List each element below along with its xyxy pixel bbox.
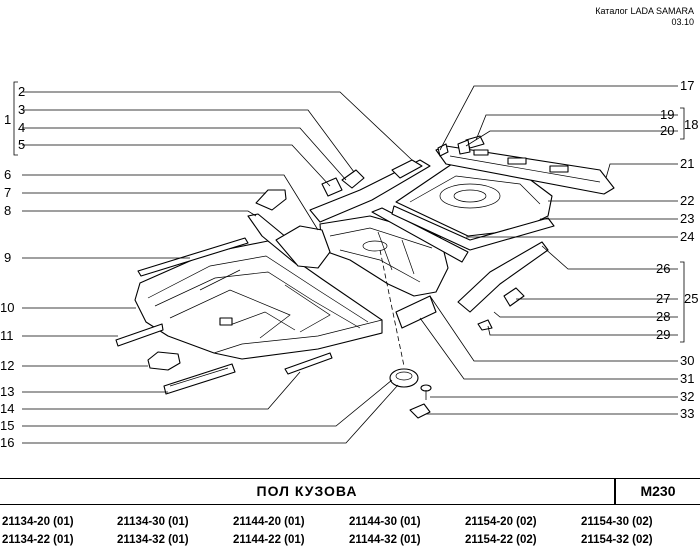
callout-16: 16 xyxy=(0,435,14,450)
model-row2-4: 21144-32 (01) xyxy=(349,534,421,546)
plate-29 xyxy=(477,319,493,331)
catalog-header: Каталог LADA SAMARA 03.10 xyxy=(595,6,694,28)
model-row1-5: 21154-20 (02) xyxy=(465,516,537,528)
callout-26: 26 xyxy=(656,261,670,276)
callout-2: 2 xyxy=(18,84,25,99)
callout-7: 7 xyxy=(4,185,11,200)
page-title: ПОЛ КУЗОВА xyxy=(256,483,358,499)
page-code: M230 xyxy=(640,483,676,499)
callout-19: 19 xyxy=(660,107,674,122)
callout-18: 18 xyxy=(684,117,698,132)
model-row1-4: 21144-30 (01) xyxy=(349,516,421,528)
washer-33 xyxy=(409,403,431,419)
model-row2-3: 21144-22 (01) xyxy=(233,534,305,546)
callout-23: 23 xyxy=(680,211,694,226)
callout-13: 13 xyxy=(0,384,14,399)
callout-22: 22 xyxy=(680,193,694,208)
bracket-3 xyxy=(341,169,365,189)
model-row1-2: 21134-30 (01) xyxy=(117,516,189,528)
callout-17: 17 xyxy=(680,78,694,93)
callout-28: 28 xyxy=(656,309,670,324)
callout-21: 21 xyxy=(680,156,694,171)
callout-25: 25 xyxy=(684,291,698,306)
callout-31: 31 xyxy=(680,371,694,386)
bracket-17 xyxy=(437,143,449,157)
bracket-27 xyxy=(503,287,525,307)
reinforcement-31 xyxy=(395,295,437,329)
callout-33: 33 xyxy=(680,406,694,421)
front-member-assembly xyxy=(275,225,331,269)
callout-8: 8 xyxy=(4,203,11,218)
rear-side-member xyxy=(457,241,549,313)
model-row2-6: 21154-32 (02) xyxy=(581,534,653,546)
rear-floor-pan xyxy=(395,163,553,237)
rear-floor-lower xyxy=(391,205,555,251)
callout-9: 9 xyxy=(4,250,11,265)
callout-5: 5 xyxy=(18,137,25,152)
left-sill-strip xyxy=(115,323,164,347)
catalog-date: 03.10 xyxy=(671,17,694,27)
leader-lines xyxy=(13,81,685,444)
callout-11: 11 xyxy=(0,328,14,343)
plug-15 xyxy=(389,368,419,388)
panel-2 xyxy=(391,159,423,179)
floor-plug xyxy=(147,351,181,371)
title-bar: ПОЛ КУЗОВА M230 xyxy=(0,478,700,505)
catalog-name: Каталог LADA SAMARA xyxy=(595,6,694,16)
right-sill-strip xyxy=(284,352,333,375)
bracket-20 xyxy=(457,139,471,155)
callout-24: 24 xyxy=(680,229,694,244)
model-row2-2: 21134-32 (01) xyxy=(117,534,189,546)
bottom-sill-strip xyxy=(163,363,236,395)
small-bracket xyxy=(255,189,287,211)
footer: ПОЛ КУЗОВА M230 21134-20 (01) 21134-30 (… xyxy=(0,478,700,558)
callout-20: 20 xyxy=(660,123,674,138)
model-row1-1: 21134-20 (01) xyxy=(2,516,74,528)
callout-15: 15 xyxy=(0,418,14,433)
callout-4: 4 xyxy=(18,120,25,135)
callout-10: 10 xyxy=(0,300,14,315)
callout-32: 32 xyxy=(680,389,694,404)
callout-29: 29 xyxy=(656,327,670,342)
callout-1: 1 xyxy=(4,112,11,127)
model-row1-3: 21144-20 (01) xyxy=(233,516,305,528)
callout-numbers: 1 2 3 4 5 6 7 8 9 10 11 12 13 14 15 16 1… xyxy=(0,78,698,450)
front-cross-bar xyxy=(137,237,249,277)
callout-3: 3 xyxy=(18,102,25,117)
title-separator xyxy=(614,479,616,504)
callout-30: 30 xyxy=(680,353,694,368)
callout-14: 14 xyxy=(0,401,14,416)
model-row2-1: 21134-22 (01) xyxy=(2,534,74,546)
parts-diagram: 1 2 3 4 5 6 7 8 9 10 11 12 13 14 15 16 1… xyxy=(0,78,698,450)
model-row1-6: 21154-30 (02) xyxy=(581,516,653,528)
bolt-32 xyxy=(420,384,432,400)
model-row2-5: 21154-22 (02) xyxy=(465,534,537,546)
callout-12: 12 xyxy=(0,358,14,373)
center-longitudinal-member xyxy=(371,207,469,263)
callout-27: 27 xyxy=(656,291,670,306)
callout-6: 6 xyxy=(4,167,11,182)
